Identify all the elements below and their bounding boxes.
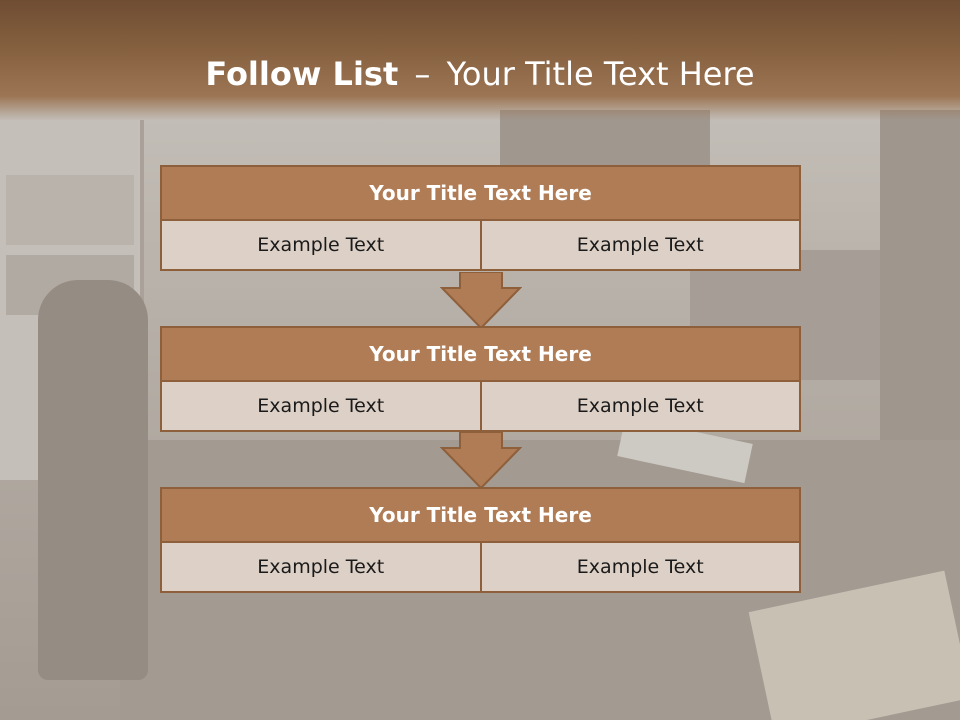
step-cell-left: Example Text: [160, 543, 482, 593]
step-block-3: Your Title Text Here Example Text Exampl…: [160, 487, 801, 593]
step-title: Your Title Text Here: [160, 487, 801, 543]
step-title: Your Title Text Here: [160, 326, 801, 382]
down-arrow-icon: [440, 272, 522, 330]
title-rest: Your Title Text Here: [446, 55, 755, 93]
title-separator: –: [414, 55, 431, 93]
step-block-1: Your Title Text Here Example Text Exampl…: [160, 165, 801, 271]
step-cell-right: Example Text: [481, 543, 801, 593]
down-arrow-icon: [440, 432, 522, 490]
step-row: Example Text Example Text: [160, 543, 801, 593]
step-row: Example Text Example Text: [160, 382, 801, 432]
slide-title: Follow List – Your Title Text Here: [0, 52, 960, 96]
title-band: [0, 0, 960, 120]
step-cell-left: Example Text: [160, 382, 482, 432]
step-block-2: Your Title Text Here Example Text Exampl…: [160, 326, 801, 432]
step-cell-right: Example Text: [481, 221, 801, 271]
step-cell-left: Example Text: [160, 221, 482, 271]
title-bold: Follow List: [205, 55, 399, 93]
step-row: Example Text Example Text: [160, 221, 801, 271]
step-title: Your Title Text Here: [160, 165, 801, 221]
step-cell-right: Example Text: [481, 382, 801, 432]
